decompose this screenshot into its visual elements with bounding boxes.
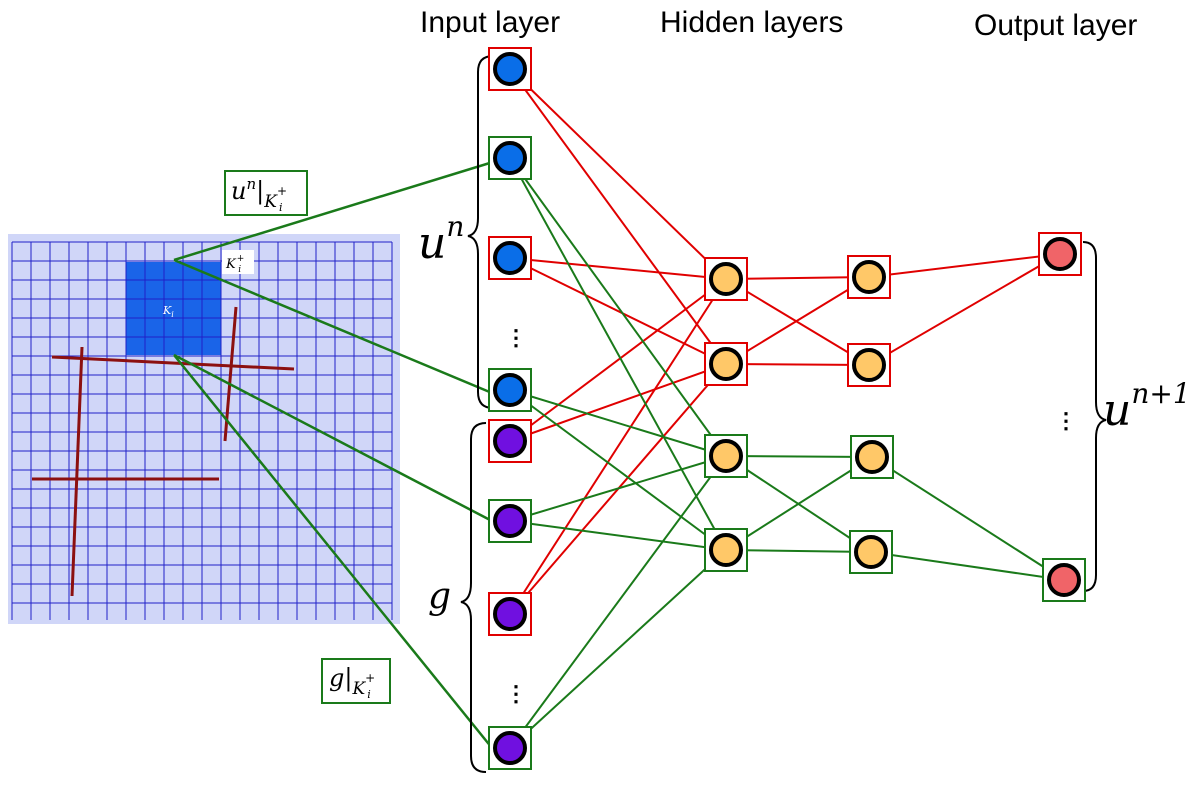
un-box-label: un|K+i	[231, 175, 287, 214]
mesh-gridlines	[11, 241, 393, 620]
crack-line	[70, 346, 84, 597]
connector-un-top	[173, 160, 494, 262]
hidden-layer1-node	[704, 342, 748, 386]
ellipsis-un: ⋮	[505, 325, 527, 350]
network-nodes	[488, 47, 1086, 770]
hidden-layer1-node	[704, 257, 748, 301]
node-circle	[493, 241, 527, 275]
red-connection	[509, 363, 727, 442]
hidden-layer1-node	[704, 528, 748, 572]
connector-un-bottom	[173, 258, 493, 395]
green-connection	[725, 549, 872, 553]
input-un-node	[488, 47, 532, 91]
network-edges	[509, 68, 1065, 749]
connector-g-bottom	[173, 354, 493, 749]
mesh-connectors	[173, 160, 494, 749]
node-circle	[709, 439, 743, 473]
green-connection	[870, 551, 1065, 581]
red-connection	[725, 276, 870, 280]
title-hidden-layers: Hidden layers	[660, 6, 843, 39]
node-circle	[493, 731, 527, 765]
label-un: un	[418, 210, 464, 269]
input-un-node	[488, 368, 532, 412]
red-connection	[509, 278, 727, 615]
green-connection	[871, 456, 1065, 581]
g-box-frame	[321, 658, 391, 704]
ellipsis-output: ⋮	[1055, 408, 1077, 433]
node-circle	[852, 348, 886, 382]
green-connection	[509, 157, 727, 551]
output-node	[1038, 232, 1082, 276]
output-node	[1042, 558, 1086, 602]
green-connection	[509, 549, 727, 749]
kiplus-label: K+i	[225, 254, 244, 275]
green-connection	[509, 389, 727, 457]
hidden-layer2-node	[847, 343, 891, 387]
green-connection	[509, 389, 727, 551]
ellipsis-g: ⋮	[505, 681, 527, 706]
brace-output	[1082, 241, 1107, 592]
brace-g	[460, 422, 487, 773]
input-g-node	[488, 592, 532, 636]
hidden-layer2-node	[849, 530, 893, 574]
red-connection	[868, 253, 1061, 366]
braces	[460, 55, 1107, 773]
title-output-layer: Output layer	[974, 9, 1137, 42]
red-connection	[509, 278, 727, 442]
ki-label: Ki	[162, 304, 174, 319]
red-connection	[509, 68, 727, 280]
input-un-node	[488, 236, 532, 280]
red-connection	[725, 278, 870, 366]
green-connection	[509, 520, 727, 551]
input-g-node	[488, 499, 532, 543]
g-restriction-box: g|K+i	[321, 658, 391, 704]
un-restriction-box: un|K+i	[224, 170, 308, 216]
node-circle	[852, 260, 886, 294]
brace-un	[467, 55, 494, 409]
red-connection	[725, 363, 870, 366]
node-circle	[493, 504, 527, 538]
green-connection	[725, 456, 873, 551]
red-connection	[868, 253, 1061, 278]
mesh-panel: Ki K+i	[8, 234, 400, 624]
highlight-cell-ki	[126, 262, 221, 355]
green-connection	[509, 157, 727, 457]
node-circle	[854, 535, 888, 569]
node-circle	[493, 373, 527, 407]
hidden-layer1-node	[704, 434, 748, 478]
node-circle	[493, 141, 527, 175]
label-un1: un+1	[1103, 377, 1191, 436]
title-input-layer: Input layer	[420, 6, 560, 39]
green-connection	[509, 455, 727, 522]
un-box-frame	[224, 170, 308, 216]
red-connection	[509, 68, 727, 365]
red-connection	[725, 276, 870, 365]
input-un-node	[488, 136, 532, 180]
crack-line	[51, 355, 295, 371]
kiplus-label-bg	[222, 250, 254, 274]
connector-g-top	[173, 353, 493, 523]
green-connection	[509, 455, 727, 749]
node-circle	[709, 347, 743, 381]
node-circle	[493, 597, 527, 631]
input-g-node	[488, 419, 532, 463]
node-circle	[493, 424, 527, 458]
node-circle	[493, 52, 527, 86]
node-circle	[709, 262, 743, 296]
g-box-label: g|K+i	[329, 664, 375, 701]
input-g-node	[488, 726, 532, 770]
red-connection	[509, 257, 727, 365]
node-circle	[855, 440, 889, 474]
node-circle	[709, 533, 743, 567]
node-circle	[1043, 237, 1077, 271]
hidden-layer2-node	[850, 435, 894, 479]
node-circle	[1047, 563, 1081, 597]
hidden-layer2-node	[847, 255, 891, 299]
label-g: g	[428, 576, 451, 617]
green-connection	[725, 455, 873, 458]
red-connection	[509, 257, 727, 280]
